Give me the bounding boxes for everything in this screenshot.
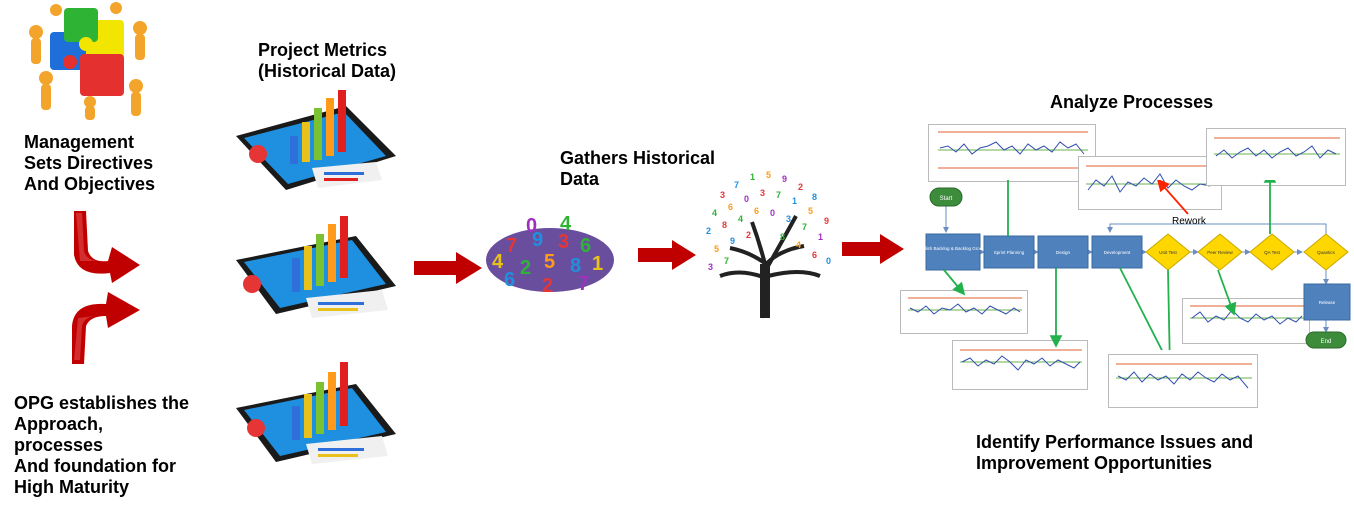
svg-text:0: 0: [744, 194, 749, 204]
flow-start-label: Start: [940, 196, 953, 202]
arrow-right-icon-2: [638, 240, 696, 270]
svg-text:1: 1: [792, 196, 797, 206]
svg-text:6: 6: [504, 269, 515, 291]
tablet-chart-picture-3: [236, 362, 396, 464]
svg-text:4: 4: [738, 214, 743, 224]
flow-node-design: Design: [1037, 235, 1089, 269]
svg-text:5: 5: [544, 251, 555, 273]
svg-text:Establish Backlog & Backlog Gr: Establish Backlog & Backlog Grooming: [914, 246, 993, 251]
svg-text:Unit Test: Unit Test: [1159, 250, 1177, 255]
svg-text:Design: Design: [1056, 250, 1071, 255]
svg-text:QA Test: QA Test: [1264, 250, 1280, 255]
svg-text:2: 2: [746, 230, 751, 240]
svg-text:3: 3: [708, 262, 713, 272]
svg-text:8: 8: [812, 192, 817, 202]
flow-node-sprint-planning: Sprint Planning: [983, 235, 1035, 269]
flow-decision-peer-review: Peer Review: [1197, 233, 1243, 271]
svg-text:0: 0: [526, 215, 537, 237]
tablet-chart-picture-2: [236, 216, 396, 318]
analyze-title: Analyze Processes: [1050, 92, 1214, 112]
svg-text:6: 6: [754, 206, 759, 216]
svg-text:7: 7: [734, 180, 739, 190]
control-chart-thumbnail-1: [928, 124, 1096, 182]
svg-text:Development: Development: [1104, 250, 1131, 255]
control-chart-thumbnail-6: [1108, 354, 1258, 408]
svg-text:7: 7: [578, 273, 589, 295]
svg-text:0: 0: [770, 208, 775, 218]
control-chart-thumbnail-5: [952, 340, 1088, 390]
svg-text:2: 2: [798, 182, 803, 192]
svg-text:1: 1: [750, 172, 755, 182]
tablet-chart-picture-1: [236, 90, 396, 190]
control-chart-thumbnail-4: [900, 290, 1028, 334]
flow-decision-qa-test: QA Test: [1249, 233, 1295, 271]
svg-text:3: 3: [760, 188, 765, 198]
svg-text:6: 6: [728, 202, 733, 212]
svg-text:7: 7: [776, 190, 781, 200]
svg-text:9: 9: [532, 229, 543, 251]
control-chart-thumbnail-3: [1206, 128, 1346, 186]
svg-text:5: 5: [714, 244, 719, 254]
svg-text:3: 3: [786, 214, 791, 224]
svg-text:4: 4: [712, 208, 717, 218]
svg-text:7: 7: [724, 256, 729, 266]
flow-node-development: Development: [1091, 235, 1143, 269]
svg-text:9: 9: [730, 236, 735, 246]
svg-text:6: 6: [580, 235, 591, 257]
opg-text: OPG establishes the Approach, processes …: [14, 393, 190, 497]
gathers-text: Gathers Historical Data: [560, 148, 716, 189]
svg-text:0: 0: [826, 256, 831, 266]
flow-end-label: End: [1321, 339, 1332, 345]
svg-text:3: 3: [720, 190, 725, 200]
metrics-title: Project Metrics (Historical Data): [258, 40, 397, 81]
svg-text:4: 4: [492, 251, 504, 273]
curved-arrow-1-icon: [74, 211, 140, 283]
svg-text:2: 2: [706, 226, 711, 236]
svg-text:9: 9: [782, 174, 787, 184]
svg-text:Release: Release: [1319, 300, 1336, 305]
svg-text:4: 4: [796, 240, 801, 250]
arrow-right-icon-3: [842, 234, 904, 264]
svg-text:6: 6: [812, 250, 817, 260]
svg-text:2: 2: [542, 275, 553, 296]
control-chart-thumbnail-7: [1182, 298, 1310, 344]
svg-text:5: 5: [766, 170, 771, 180]
svg-text:3: 3: [558, 231, 569, 253]
svg-text:4: 4: [560, 213, 572, 235]
svg-text:Quantics: Quantics: [1317, 250, 1336, 255]
svg-text:7: 7: [506, 235, 517, 257]
svg-text:1: 1: [592, 253, 603, 275]
svg-text:1: 1: [818, 232, 823, 242]
flow-decision-quantics: Quantics: [1303, 233, 1349, 271]
puzzle-team-picture: [29, 2, 147, 120]
svg-text:8: 8: [570, 255, 581, 277]
flow-decision-unit-test: Unit Test: [1145, 233, 1191, 271]
identify-text: Identify Performance Issues and Improvem…: [976, 432, 1254, 473]
process-flow-diagram: Start Establish Backlog & Backlog Groomi…: [914, 180, 1351, 350]
flow-node-backlog: Establish Backlog & Backlog Grooming: [914, 233, 993, 271]
rework-label: Rework: [1172, 216, 1207, 227]
curved-arrow-2-icon: [72, 292, 140, 364]
svg-text:Sprint Planning: Sprint Planning: [994, 250, 1025, 255]
flow-node-release: Release: [1303, 283, 1351, 321]
svg-text:9: 9: [824, 216, 829, 226]
management-text: Management Sets Directives And Objective…: [24, 132, 156, 194]
svg-text:5: 5: [808, 206, 813, 216]
svg-text:8: 8: [722, 220, 727, 230]
svg-text:7: 7: [802, 222, 807, 232]
svg-text:2: 2: [520, 257, 531, 279]
svg-text:Peer Review: Peer Review: [1207, 250, 1233, 255]
control-chart-thumbnail-2: [1078, 156, 1222, 210]
arrow-right-icon-1: [414, 252, 482, 284]
svg-text:8: 8: [780, 232, 785, 242]
